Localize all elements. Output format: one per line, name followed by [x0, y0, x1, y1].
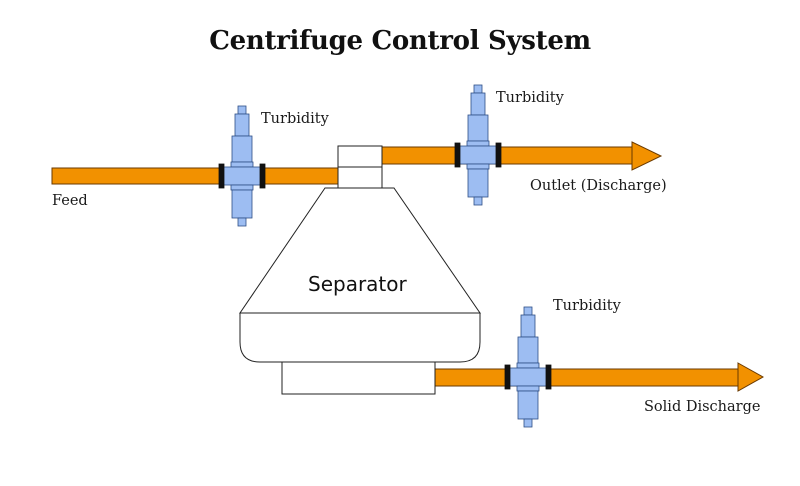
sensor-lower-body	[231, 189, 253, 219]
outlet-arrow-head	[631, 141, 663, 171]
sensor-tip-bottom	[523, 418, 533, 428]
separator-base	[281, 361, 436, 395]
sensor-collar-top	[516, 362, 540, 369]
outlet-label: Outlet (Discharge)	[530, 178, 667, 194]
sensor-upper-stem	[470, 92, 486, 116]
flange-right	[495, 142, 502, 168]
separator-label: Separator	[308, 272, 407, 296]
sensor-lower-body	[467, 168, 489, 198]
separator-inlet-box-bottom	[337, 166, 383, 189]
sensor-tip-top	[473, 84, 483, 94]
outlet-turbidity-label: Turbidity	[496, 90, 564, 106]
sensor-collar-bottom	[230, 184, 254, 191]
flange-left	[218, 163, 225, 189]
solid-turbidity-label: Turbidity	[553, 298, 621, 314]
sensor-body	[457, 145, 499, 165]
sensor-collar-bottom	[466, 163, 490, 170]
flange-left	[454, 142, 461, 168]
feed-label: Feed	[52, 193, 88, 209]
sensor-tip-top	[523, 306, 533, 316]
flange-right	[259, 163, 266, 189]
solid-discharge-arrow-head	[737, 362, 765, 392]
feed-turbidity-label: Turbidity	[261, 111, 329, 127]
sensor-body	[507, 367, 549, 387]
separator-body	[239, 312, 481, 363]
sensor-collar-top	[466, 140, 490, 147]
sensor-tip-bottom	[237, 217, 247, 227]
flange-left	[504, 364, 511, 390]
sensors-group	[218, 84, 552, 428]
outlet-pipe	[381, 146, 633, 165]
outlet-turbidity-sensor	[454, 84, 502, 206]
sensor-collar-top	[230, 161, 254, 168]
separator	[239, 145, 481, 395]
solid-discharge-pipe	[434, 368, 739, 387]
solid-discharge-label: Solid Discharge	[644, 399, 761, 415]
sensor-body	[221, 166, 263, 186]
sensor-collar-bottom	[516, 385, 540, 392]
sensor-tip-top	[237, 105, 247, 115]
sensor-upper-body	[517, 336, 539, 364]
flange-right	[545, 364, 552, 390]
feed-pipe	[51, 167, 341, 185]
solid-turbidity-sensor	[504, 306, 552, 428]
sensor-upper-stem	[520, 314, 536, 338]
sensor-tip-bottom	[473, 196, 483, 206]
sensor-upper-body	[467, 114, 489, 142]
feed-turbidity-sensor	[218, 105, 266, 227]
sensor-lower-body	[517, 390, 539, 420]
separator-inlet-box-top	[337, 145, 383, 168]
diagram-title: Centrifuge Control System	[209, 26, 591, 56]
sensor-upper-stem	[234, 113, 250, 137]
sensor-upper-body	[231, 135, 253, 163]
